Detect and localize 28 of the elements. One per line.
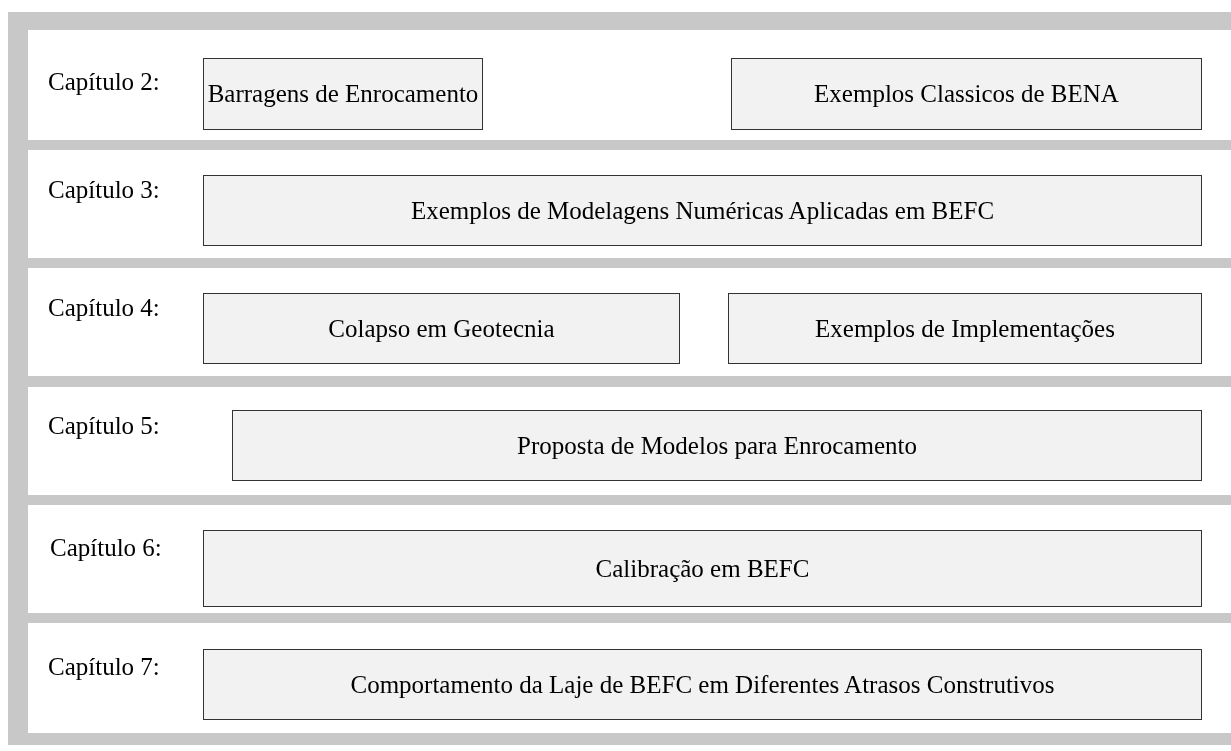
topic-box (203, 293, 680, 364)
topic-box (203, 58, 483, 130)
chapter-band (28, 623, 1231, 733)
topic-label: Exemplos de Implementações (815, 314, 1115, 343)
topic-label: Comportamento da Laje de BEFC em Diferentes Atrasos Construtivos (350, 670, 1055, 699)
topic-box (232, 410, 1202, 481)
chapter-label: Capítulo 5: (48, 412, 160, 440)
topic-box (731, 58, 1202, 130)
chapter-band (28, 30, 1231, 140)
topic-label: Exemplos de Modelagens Numéricas Aplicadas em BEFC (410, 196, 995, 225)
chapter-label: Capítulo 3: (48, 176, 160, 204)
chapter-label: Capítulo 7: (48, 653, 160, 681)
topic-label: Colapso em Geotecnia (328, 314, 555, 343)
topic-label: Calibração em BEFC (595, 554, 810, 583)
topic-box (203, 175, 1202, 246)
topic-label: Exemplos Classicos de BENA (814, 80, 1119, 108)
chapter-band (28, 387, 1231, 495)
chapter-band (28, 505, 1231, 613)
topic-label: Barragens de Enrocamento (207, 80, 479, 108)
chapter-label: Capítulo 4: (48, 294, 160, 322)
topic-box (203, 649, 1202, 720)
topic-box (203, 530, 1202, 607)
chapter-label: Capítulo 2: (48, 68, 160, 96)
chapter-band (28, 268, 1231, 376)
chapter-label: Capítulo 6: (50, 534, 162, 562)
chapter-band (28, 150, 1231, 258)
topic-label: Proposta de Modelos para Enrocamento (517, 431, 917, 460)
topic-box (728, 293, 1202, 364)
